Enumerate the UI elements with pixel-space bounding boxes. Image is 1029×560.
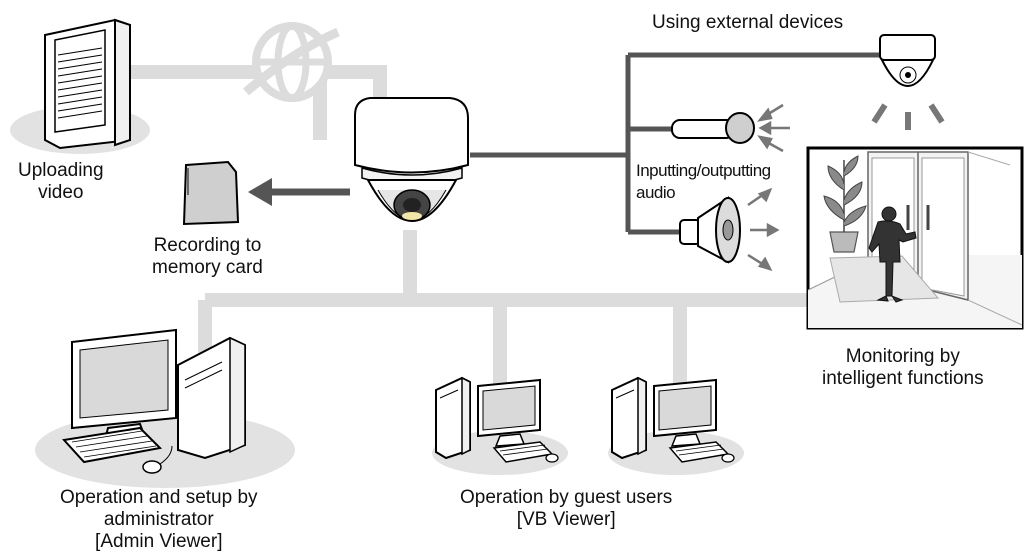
external-line-1: Using external devices	[652, 12, 844, 33]
external-camera-icon	[871, 34, 945, 130]
recording-line-1: Recording to	[153, 235, 262, 256]
admin-line-3: [Admin Viewer]	[95, 531, 223, 552]
audio-line-1: Inputting/outputting	[636, 161, 771, 180]
audio-label: Inputting/outputting audio	[636, 160, 771, 204]
plant	[823, 155, 867, 253]
admin-computer-icon	[35, 328, 295, 488]
guest-line-2: [VB Viewer]	[516, 509, 616, 530]
guest-computer-icon	[432, 376, 568, 475]
recording-line-2: memory card	[152, 257, 263, 278]
uploading-line-2: video	[38, 182, 84, 203]
speaker-icon	[679, 187, 780, 272]
admin-line-2: administrator	[103, 509, 214, 530]
record-arrow	[248, 178, 350, 206]
guest-line-1: Operation by guest users	[460, 487, 673, 508]
person-figure	[868, 206, 917, 303]
monitoring-line-2: intelligent functions	[822, 368, 984, 389]
internet-globe-icon	[243, 22, 340, 102]
network-lines	[95, 65, 910, 385]
monitoring-label: Monitoring by intelligent functions	[822, 346, 984, 390]
guest-computer-icon	[608, 376, 744, 475]
uploading-line-1: Uploading	[18, 160, 104, 181]
admin-label: Operation and setup by administrator [Ad…	[60, 487, 258, 553]
monitoring-line-1: Monitoring by	[845, 346, 960, 367]
recording-label: Recording to memory card	[152, 235, 263, 279]
guest-label: Operation by guest users [VB Viewer]	[460, 487, 672, 531]
memory-card-icon	[182, 160, 240, 226]
network-camera-icon	[354, 97, 469, 222]
server-icon	[10, 18, 150, 154]
admin-line-1: Operation and setup by	[60, 487, 258, 508]
device-lines	[470, 52, 880, 235]
uploading-video-label: Uploading video	[18, 160, 104, 204]
external-devices-label: Using external devices	[652, 12, 843, 34]
intelligent-monitoring-scene	[806, 146, 1024, 330]
microphone-icon	[671, 103, 790, 153]
audio-line-2: audio	[636, 183, 676, 202]
